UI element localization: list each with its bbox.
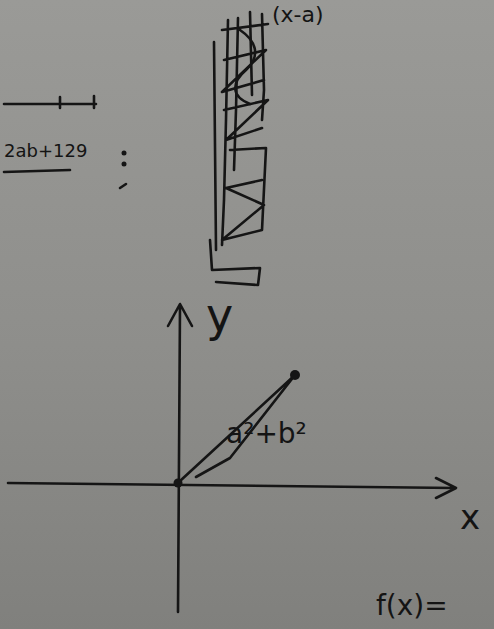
axis-label: x [460,500,480,534]
underline [4,170,70,172]
function-label: f(x)= [376,592,448,620]
expression-label: 2ab+129 [4,142,87,160]
origin-dot [174,479,183,488]
scribble [210,12,268,285]
colon-dot [122,151,127,156]
colon-dot [122,162,127,167]
mark [120,184,126,188]
x-axis [8,478,456,498]
axis-label: y [206,292,233,338]
bracket [4,96,96,108]
y-axis [168,304,192,612]
expression-label: (x-a) [272,4,324,26]
end-point [290,370,300,380]
length-label: a²+b² [226,420,307,448]
scribble [214,30,255,250]
